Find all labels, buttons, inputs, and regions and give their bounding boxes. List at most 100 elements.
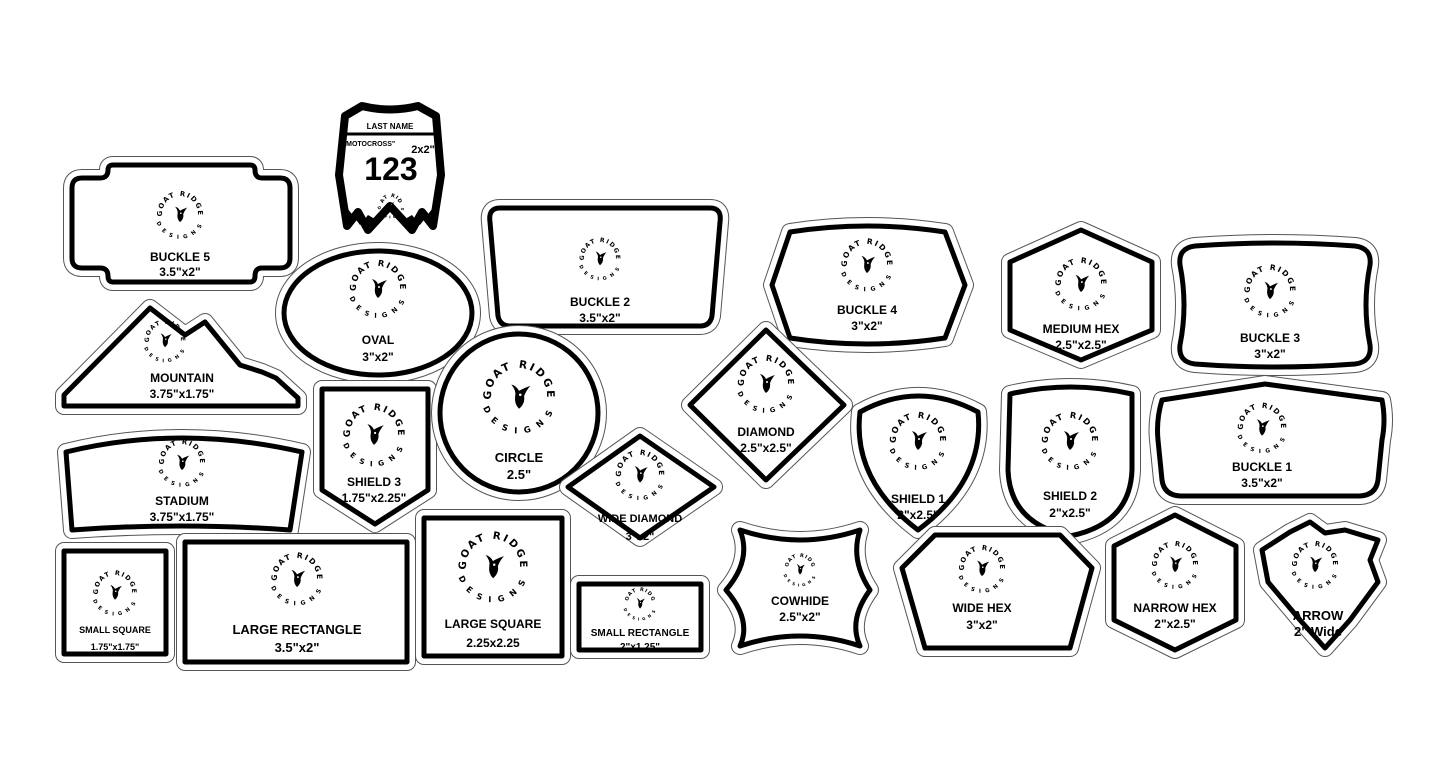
patch-size: 3"x2" — [362, 350, 393, 364]
patch-border — [899, 532, 1095, 651]
goat-icon — [1170, 556, 1183, 573]
goat-icon — [177, 454, 190, 471]
patch-name: STADIUM — [155, 494, 209, 508]
goat-icon — [1064, 431, 1079, 450]
patch-size: 2" Wide — [1294, 624, 1342, 639]
patch-size: 2.25x2.25 — [466, 636, 520, 650]
goat-icon — [634, 466, 648, 483]
patch-size: 3"x2" — [851, 319, 882, 333]
plate-last-name: LAST NAME — [367, 122, 414, 131]
goat-icon — [1264, 281, 1279, 300]
patch-border — [69, 162, 293, 285]
patch-border — [1005, 384, 1135, 539]
goat-icon — [388, 201, 395, 209]
patch-name: SHIELD 3 — [347, 475, 401, 489]
patch-size: 3.5"x2" — [579, 311, 620, 325]
patch-name: SMALL RECTANGLE — [591, 628, 690, 639]
patch-border — [319, 386, 431, 527]
patch-size: 3.75"x1.75" — [150, 387, 215, 401]
patch-name: BUCKLE 4 — [837, 303, 897, 317]
patch-name: CIRCLE — [495, 450, 544, 465]
patch-border — [421, 515, 565, 659]
patch-size: 3.75"x1.75" — [150, 510, 215, 524]
patch-name: MOUNTAIN — [150, 371, 214, 385]
patch-size: 2.5"x2" — [779, 610, 820, 624]
patch-border — [61, 305, 301, 409]
patch-size: 2"x2.5" — [1049, 506, 1090, 520]
goat-icon — [796, 564, 805, 575]
patch-size: 1.75"x1.75" — [91, 642, 140, 652]
patch-name: BUCKLE 1 — [1232, 460, 1292, 474]
plate-event: "MOTOCROSS" — [343, 141, 395, 148]
patch-name: NARROW HEX — [1133, 601, 1216, 615]
patch-name: ARROW — [1293, 608, 1344, 623]
goat-icon — [636, 598, 645, 609]
patch-size: 2"x2.5" — [1154, 617, 1195, 631]
patch-size: 2.5" — [507, 467, 531, 482]
plate-number: 123 — [364, 151, 417, 187]
patch-name: BUCKLE 3 — [1240, 331, 1300, 345]
patch-name: LARGE RECTANGLE — [232, 622, 361, 637]
patch-border — [1111, 512, 1239, 653]
patch-size: 3.5"x2" — [159, 265, 200, 279]
patch-border — [576, 581, 704, 653]
patch-border — [856, 393, 982, 533]
patch-border — [335, 102, 445, 234]
patch-name: SHIELD 2 — [1043, 489, 1097, 503]
goat-icon — [367, 424, 384, 445]
goat-icon — [175, 206, 188, 223]
patch-border — [281, 248, 475, 378]
patch-border — [1177, 240, 1373, 370]
patch-border — [687, 327, 847, 483]
goat-icon — [977, 560, 990, 577]
patch-name: BUCKLE 2 — [570, 295, 630, 309]
goat-icon — [485, 554, 505, 579]
patch-name: DIAMOND — [737, 425, 795, 439]
patch-name: SHIELD 1 — [891, 492, 945, 506]
patch-size: 3"x2" — [626, 531, 655, 543]
patch-size: 3.5"x2" — [275, 640, 320, 655]
patch-size: 3.5"x2" — [1241, 476, 1282, 490]
patch-border — [487, 205, 723, 329]
goat-icon — [595, 251, 607, 266]
goat-icon — [110, 585, 122, 600]
patch-border — [437, 331, 601, 495]
patch-size: 2.5"x2.5" — [740, 441, 791, 455]
patch-name: OVAL — [362, 333, 394, 347]
patch-border — [565, 433, 717, 541]
patch-size: 1.75"x2.25" — [342, 491, 407, 505]
patch-border — [1259, 519, 1381, 651]
goat-icon — [1075, 274, 1090, 293]
patch-size: 2"x1.25" — [620, 642, 660, 653]
goat-icon — [372, 279, 387, 298]
patch-size: 2.5"x2.5" — [1055, 338, 1106, 352]
patch-name: MEDIUM HEX — [1043, 322, 1120, 336]
goat-icon — [760, 374, 775, 393]
goat-icon — [1310, 556, 1323, 573]
patch-border — [61, 548, 169, 657]
patch-size: 3"x2" — [966, 618, 997, 632]
